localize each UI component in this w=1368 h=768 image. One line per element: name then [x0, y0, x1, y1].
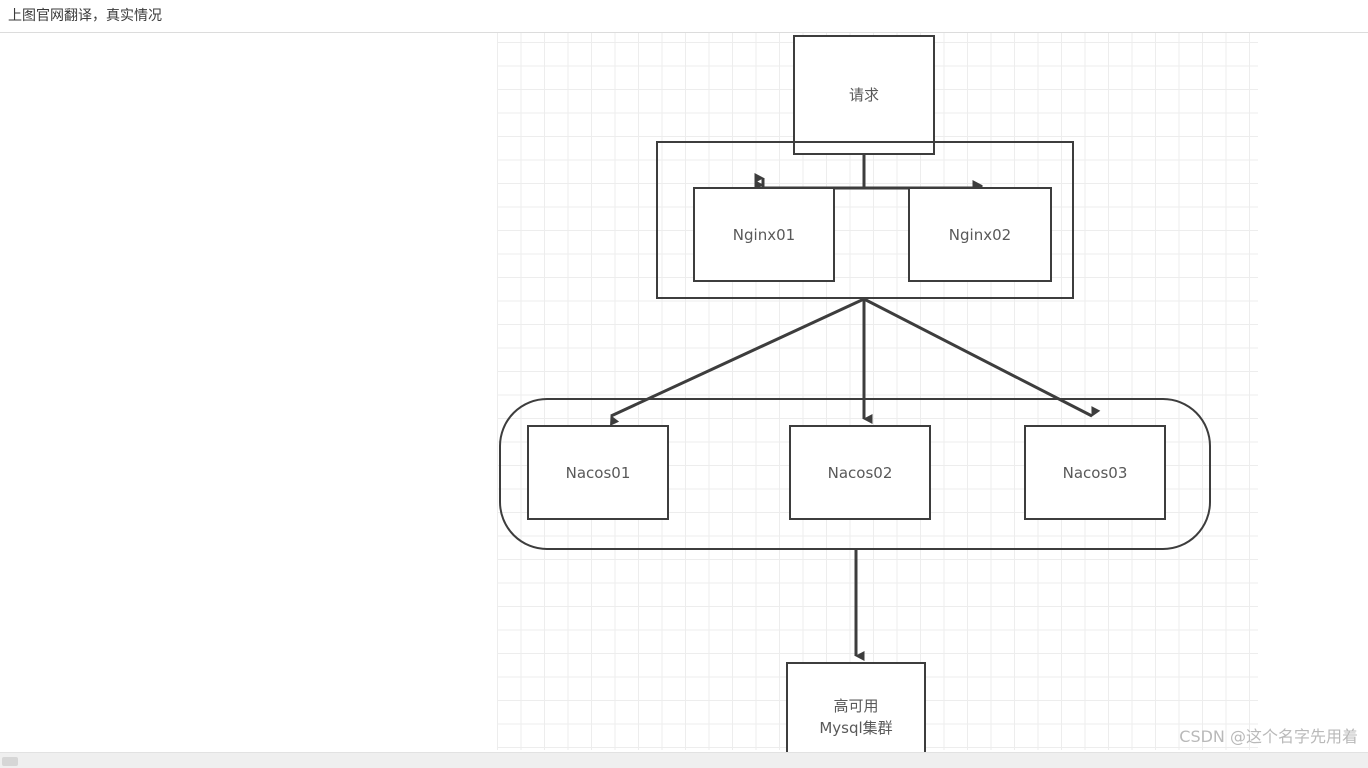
watermark: CSDN @这个名字先用着 — [1179, 727, 1358, 746]
group-nginx-cluster[interactable] — [656, 141, 1074, 299]
node-nginx01[interactable]: Nginx01 — [693, 187, 835, 282]
node-nacos02-label: Nacos02 — [827, 463, 893, 482]
horizontal-scrollbar[interactable] — [0, 752, 1368, 768]
node-request-label: 请求 — [848, 86, 879, 104]
node-nacos03[interactable]: Nacos03 — [1024, 425, 1166, 520]
node-nginx01-label: Nginx01 — [732, 225, 796, 244]
node-mysql-cluster-label: 高可用 Mysql集群 — [819, 697, 893, 737]
node-nacos01-label: Nacos01 — [565, 463, 631, 482]
node-nacos01[interactable]: Nacos01 — [527, 425, 669, 520]
node-nginx02[interactable]: Nginx02 — [908, 187, 1052, 282]
node-nacos03-label: Nacos03 — [1062, 463, 1128, 482]
node-nginx02-label: Nginx02 — [948, 225, 1012, 244]
group-nacos-cluster[interactable] — [499, 398, 1211, 550]
scrollbar-thumb[interactable] — [2, 757, 18, 766]
page-title: 上图官网翻译，真实情况 — [8, 8, 162, 24]
header-bar: 上图官网翻译，真实情况 — [0, 0, 1368, 33]
diagram-canvas: 请求 Nginx01 Nginx02 Nacos01 Nacos02 Nacos… — [0, 33, 1368, 752]
node-request[interactable]: 请求 — [793, 35, 935, 155]
node-mysql-cluster[interactable]: 高可用 Mysql集群 — [786, 662, 926, 752]
node-nacos02[interactable]: Nacos02 — [789, 425, 931, 520]
